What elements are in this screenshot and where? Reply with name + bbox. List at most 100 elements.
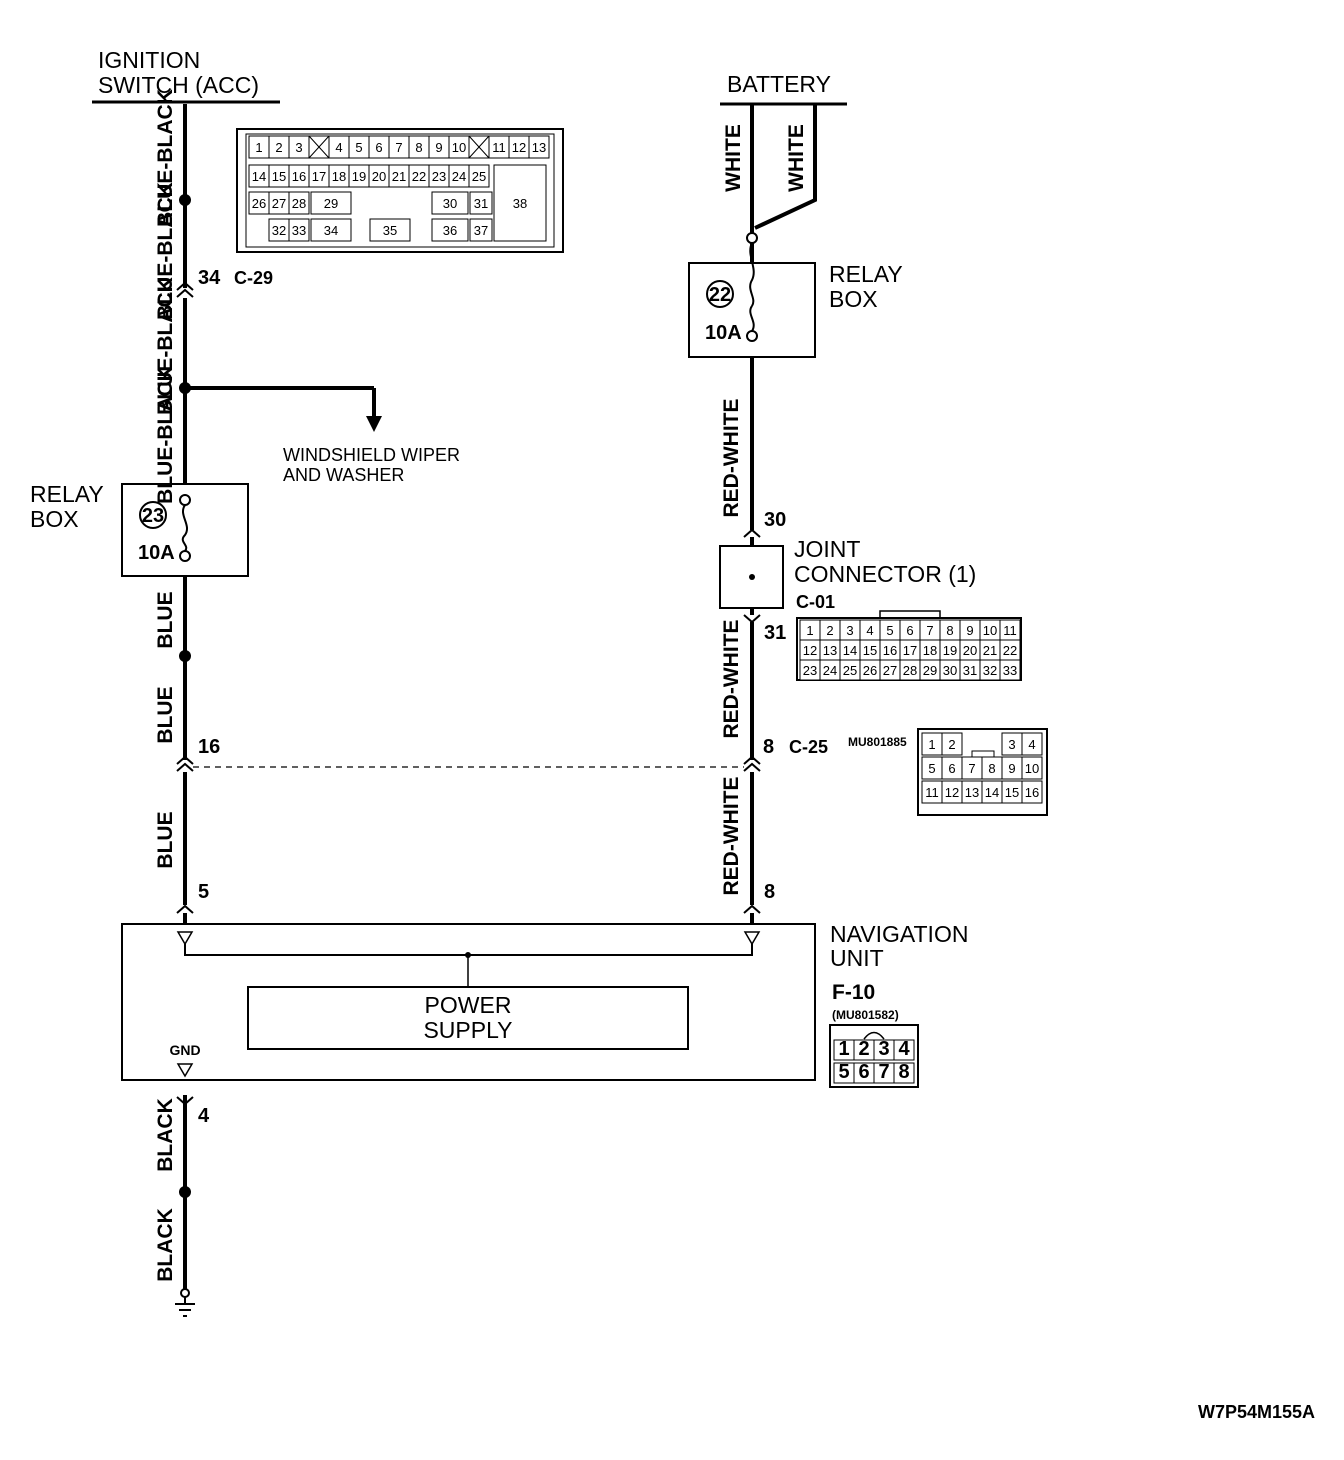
splice-dot — [179, 1186, 191, 1198]
connector-pin-number: 16 — [292, 169, 306, 184]
left-fuse-rating: 10A — [138, 542, 175, 564]
splice-dot — [179, 382, 191, 394]
connector-pin-number: 3 — [878, 1038, 889, 1060]
connector-pin-number: 9 — [1008, 761, 1015, 776]
connector-pin-number: 5 — [355, 140, 362, 155]
connector-cavity — [941, 732, 963, 756]
part-number-c25: MU801885 — [848, 735, 907, 749]
ground-icon — [175, 1288, 195, 1317]
connector-pin-number: 6 — [948, 761, 955, 776]
connector-cavity — [893, 1062, 915, 1084]
connector-cavity — [1021, 756, 1043, 780]
wire-color-label: RED-WHITE — [720, 399, 743, 518]
left-relay-box: 23 10A RELAY BOX — [30, 481, 249, 577]
connector-pin-number: 32 — [983, 663, 997, 678]
wire-color-label: BLACK — [154, 1208, 177, 1282]
connector-pin-number: 2 — [948, 737, 955, 752]
branch-note-line1: WINDSHIELD WIPER — [283, 445, 460, 465]
connector-pin-number: 18 — [332, 169, 346, 184]
connector-cavity — [493, 164, 547, 242]
connector-pin-number: 9 — [435, 140, 442, 155]
connector-pin-number: 2 — [858, 1038, 869, 1060]
connector-pin-number: 7 — [968, 761, 975, 776]
connector-pin-number: 14 — [252, 169, 266, 184]
connector-pin-number: 33 — [292, 223, 306, 238]
power-supply-block — [247, 986, 689, 1050]
nav-unit-code: F-10 — [832, 981, 875, 1004]
connector-pin-number: 4 — [866, 623, 873, 638]
connector-pin-number: 31 — [474, 196, 488, 211]
connector-pin-number: 2 — [826, 623, 833, 638]
left-fuse-number: 23 — [142, 505, 164, 527]
connector-pin-number: 32 — [272, 223, 286, 238]
fuse-number-badge — [706, 280, 734, 308]
connector-pin-number: 28 — [292, 196, 306, 211]
right-fuse-rating: 10A — [705, 322, 742, 344]
wire-color-label: WHITE — [722, 124, 745, 192]
connector-pin-number: 6 — [906, 623, 913, 638]
connector-cavity — [431, 191, 469, 215]
connector-code-c25: C-25 — [789, 737, 828, 757]
connector-pin-number: 26 — [863, 663, 877, 678]
wire-color-label: BLUE-BLACK — [154, 182, 177, 320]
connector-pin-number: 33 — [1003, 663, 1017, 678]
splice-dot — [179, 650, 191, 662]
connector-cavity — [999, 659, 1021, 681]
connector-pin-number: 10 — [1025, 761, 1039, 776]
connector-pin-number: 7 — [395, 140, 402, 155]
connector-pin-number: 38 — [513, 196, 527, 211]
connector-pin-number: 13 — [965, 785, 979, 800]
connector-cavity — [288, 191, 310, 215]
connector-pin-number: 6 — [375, 140, 382, 155]
connector-pin-number: 2 — [275, 140, 282, 155]
connector-pin-number: 36 — [443, 223, 457, 238]
connector-pin-number: 16 — [1025, 785, 1039, 800]
ignition-label-line1: IGNITION — [98, 47, 200, 73]
connector-pin-number: 3 — [1008, 737, 1015, 752]
pin-c25-right: 8 — [763, 736, 774, 758]
connector-chevron-icon — [176, 281, 194, 1106]
connector-pin-number: 12 — [512, 140, 526, 155]
right-circuit-wire — [750, 104, 817, 905]
connector-cavity — [469, 191, 493, 215]
connector-pin-number: 23 — [803, 663, 817, 678]
connector-pin-number: 31 — [963, 663, 977, 678]
connector-pin-number: 21 — [392, 169, 406, 184]
left-relay-label-line2: BOX — [30, 506, 79, 532]
connector-pin-number: 5 — [838, 1061, 849, 1083]
connector-pin-number: 1 — [838, 1038, 849, 1060]
ignition-switch-source: IGNITION SWITCH (ACC) — [92, 47, 280, 104]
fuse-number-badge — [139, 501, 167, 529]
connector-pin-number: 1 — [928, 737, 935, 752]
connector-pin-number: 8 — [988, 761, 995, 776]
connector-pin-number: 8 — [415, 140, 422, 155]
branch-note-line2: AND WASHER — [283, 465, 404, 485]
connector-pin-number: 12 — [945, 785, 959, 800]
pin-nav-left: 5 — [198, 881, 209, 903]
connector-cavity — [468, 164, 490, 188]
connector-pin-number: 18 — [923, 643, 937, 658]
connector-pin-number: 10 — [452, 140, 466, 155]
right-relay-label-line2: BOX — [829, 286, 878, 312]
connector-cavity — [431, 218, 469, 242]
connector-cavity — [893, 1039, 915, 1061]
connector-cavity — [528, 135, 550, 159]
connector-pin-number: 20 — [372, 169, 386, 184]
terminal-icon — [743, 931, 761, 946]
branch-arrow-icon — [366, 416, 382, 432]
connector-cavity — [369, 218, 411, 242]
wire-color-label: RED-WHITE — [720, 620, 743, 739]
left-relay-label-line1: RELAY — [30, 481, 104, 507]
terminal-icon — [176, 931, 194, 946]
connector-pin-number: 17 — [312, 169, 326, 184]
pin-nav-right: 8 — [764, 881, 775, 903]
part-number-f10: (MU801582) — [832, 1008, 899, 1022]
joint-connector-label-line1: JOINT — [794, 536, 860, 562]
connector-pin-number: 8 — [946, 623, 953, 638]
connector-pin-number: 1 — [806, 623, 813, 638]
splice-dot — [179, 194, 191, 206]
